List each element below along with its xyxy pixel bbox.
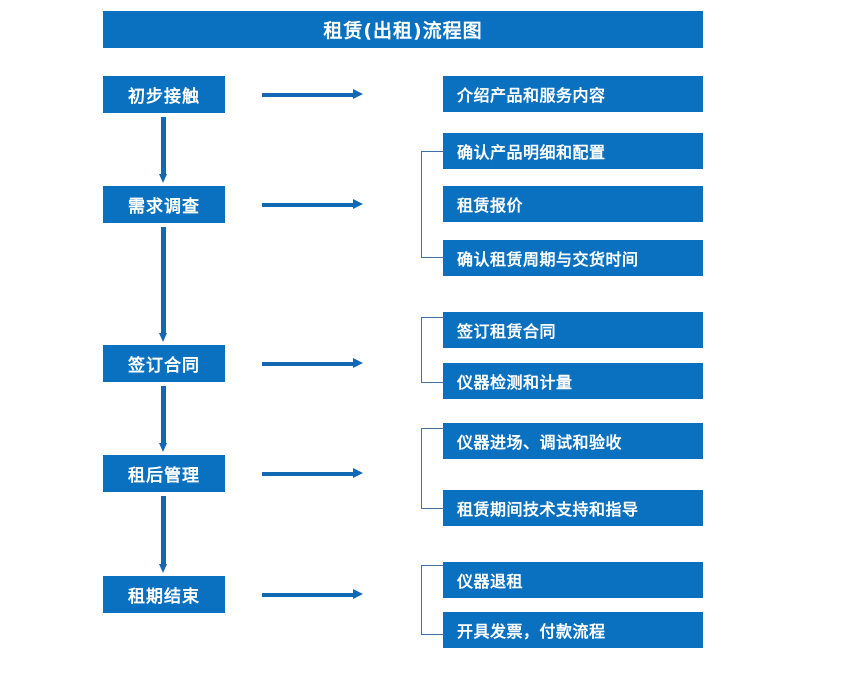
detail-box-instrument-return[interactable]: 仪器退租 — [443, 562, 703, 598]
arrow-head-icon — [159, 333, 167, 342]
bracket-connector-needs-survey — [421, 151, 443, 258]
detail-box-confirm-rental-period[interactable]: 确认租赁周期与交货时间 — [443, 240, 703, 276]
arrow-shaft — [161, 117, 166, 174]
arrow-shaft — [262, 92, 354, 97]
detail-box-rental-quote[interactable]: 租赁报价 — [443, 186, 703, 222]
stage-box-needs-survey[interactable]: 需求调查 — [103, 186, 225, 223]
bracket-connector-rental-end — [421, 565, 443, 635]
arrow-head-icon — [353, 468, 363, 478]
arrow-head-icon — [159, 443, 167, 452]
vertical-arrow-3 — [159, 386, 168, 452]
detail-box-instrument-entry-commissioning[interactable]: 仪器进场、调试和验收 — [443, 423, 703, 459]
arrow-shaft — [262, 592, 354, 597]
arrow-head-icon — [159, 564, 167, 573]
detail-box-introduce-products[interactable]: 介绍产品和服务内容 — [443, 76, 703, 112]
horizontal-arrow-2 — [262, 199, 363, 210]
arrow-head-icon — [353, 199, 363, 209]
arrow-shaft — [262, 361, 354, 366]
stage-box-rental-end[interactable]: 租期结束 — [103, 576, 225, 613]
stage-box-initial-contact[interactable]: 初步接触 — [103, 76, 225, 113]
bracket-connector-sign-contract — [421, 317, 443, 383]
arrow-head-icon — [353, 89, 363, 99]
horizontal-arrow-3 — [262, 358, 363, 369]
arrow-head-icon — [353, 589, 363, 599]
detail-box-technical-support[interactable]: 租赁期间技术支持和指导 — [443, 490, 703, 526]
detail-box-sign-rental-contract[interactable]: 签订租赁合同 — [443, 312, 703, 348]
vertical-arrow-4 — [159, 496, 168, 573]
detail-box-instrument-inspection[interactable]: 仪器检测和计量 — [443, 363, 703, 399]
arrow-shaft — [262, 202, 354, 207]
horizontal-arrow-4 — [262, 468, 363, 479]
bracket-connector-post-rental — [421, 428, 443, 509]
diagram-title: 租赁(出租)流程图 — [103, 11, 703, 48]
arrow-shaft — [262, 471, 354, 476]
horizontal-arrow-1 — [262, 89, 363, 100]
arrow-shaft — [161, 496, 166, 564]
detail-box-invoice-payment[interactable]: 开具发票，付款流程 — [443, 612, 703, 648]
horizontal-arrow-5 — [262, 589, 363, 600]
arrow-shaft — [161, 227, 166, 333]
arrow-head-icon — [159, 174, 167, 183]
arrow-shaft — [161, 386, 166, 443]
detail-box-confirm-product-details[interactable]: 确认产品明细和配置 — [443, 133, 703, 169]
vertical-arrow-1 — [159, 117, 168, 183]
stage-box-sign-contract[interactable]: 签订合同 — [103, 345, 225, 382]
vertical-arrow-2 — [159, 227, 168, 342]
arrow-head-icon — [353, 358, 363, 368]
stage-box-post-rental-management[interactable]: 租后管理 — [103, 455, 225, 492]
